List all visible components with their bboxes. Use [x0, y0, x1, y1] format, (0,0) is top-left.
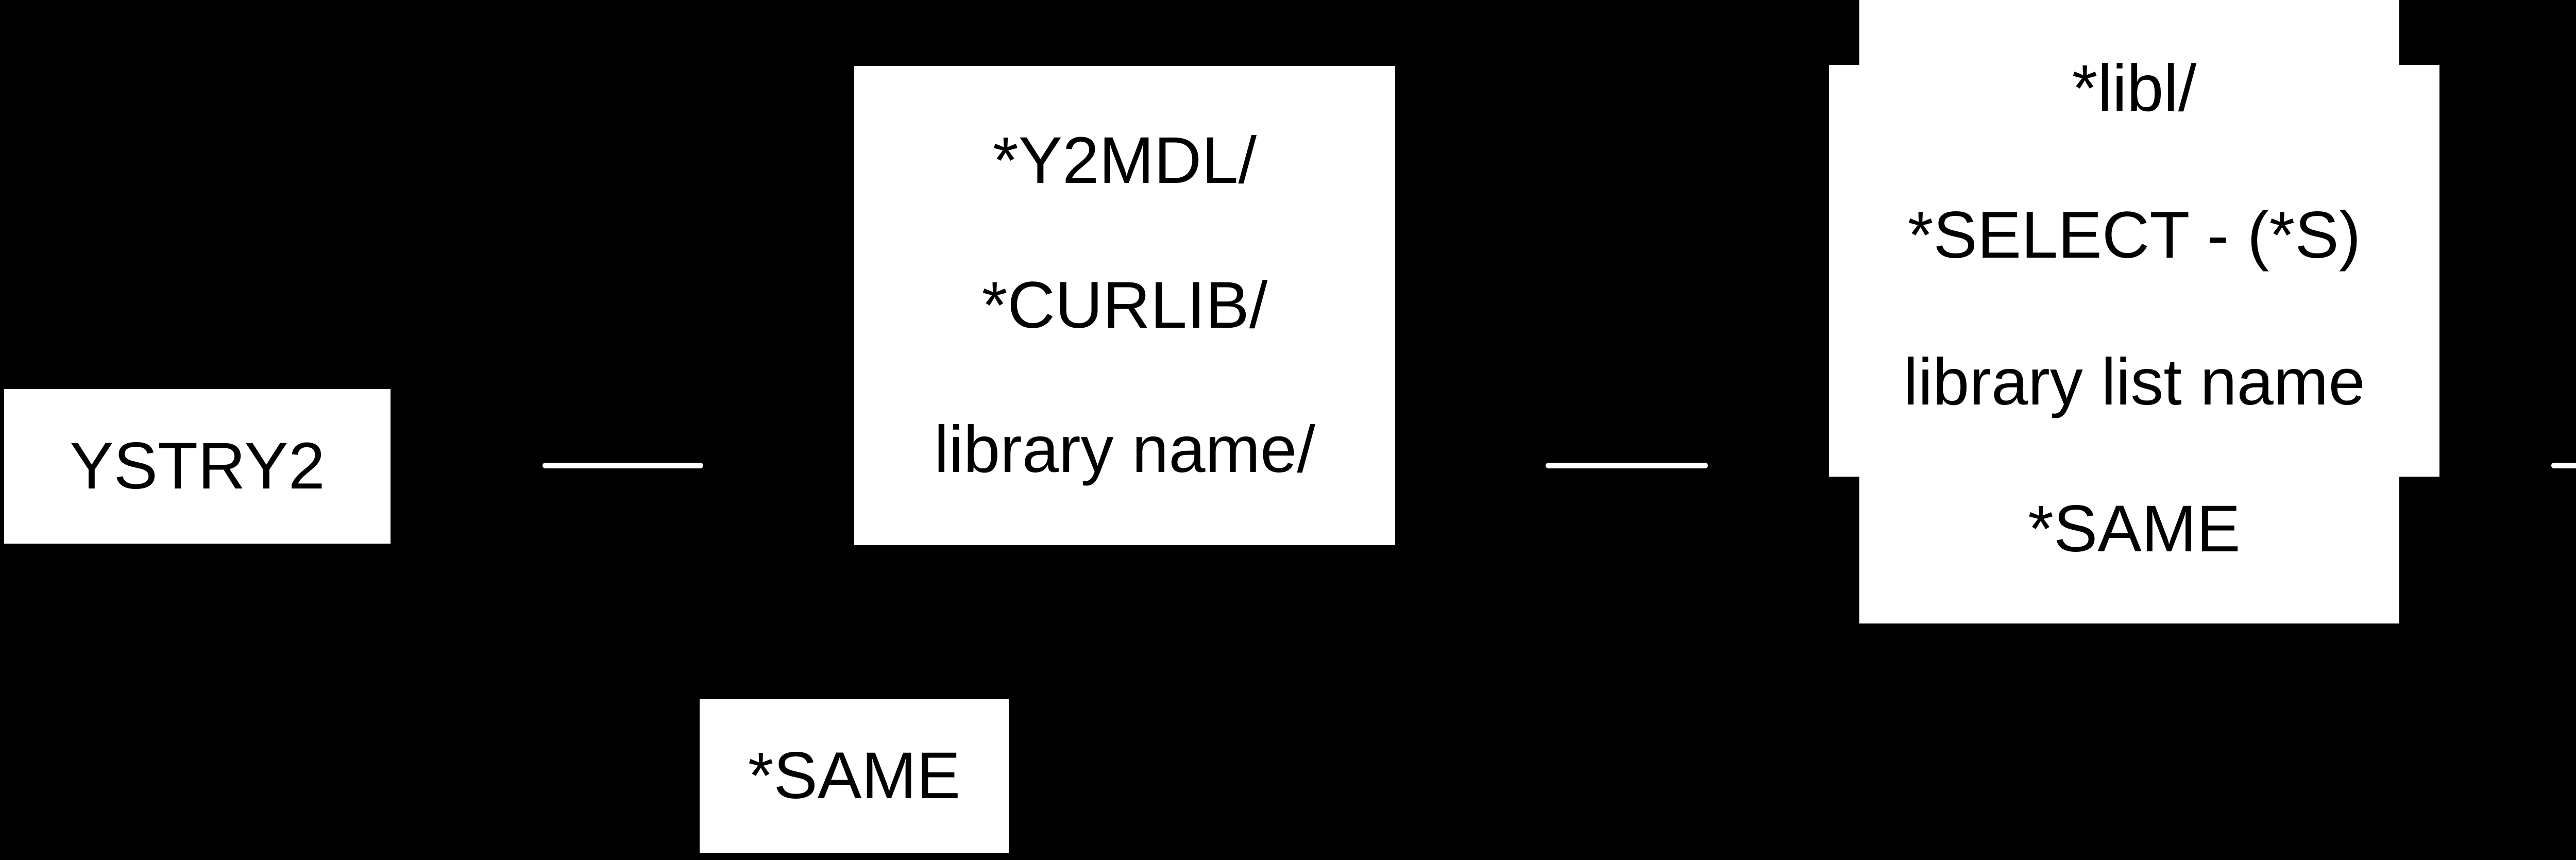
- node-library-qualifier-line-3: library name/: [934, 413, 1315, 487]
- node-library-list-text-stack: *libl/ *SELECT - (*S) library list name …: [1829, 0, 2439, 623]
- node-library-list-line-4: *SAME: [2028, 492, 2241, 566]
- node-library-list-horizontal-band: [1829, 65, 2439, 477]
- node-ystry2[interactable]: YSTRY2: [4, 389, 391, 544]
- connector-line-1: [543, 463, 703, 468]
- node-ystry2-line-1: YSTRY2: [70, 429, 325, 503]
- node-library-qualifier[interactable]: *Y2MDL/ *CURLIB/ library name/: [854, 66, 1395, 545]
- node-library-list-line-3: library list name: [1903, 345, 2365, 419]
- node-library-qualifier-line-2: *CURLIB/: [981, 268, 1268, 342]
- connector-line-3: [2551, 463, 2576, 468]
- node-same[interactable]: *SAME: [700, 699, 1009, 853]
- node-library-qualifier-line-1: *Y2MDL/: [992, 124, 1257, 198]
- node-library-list-line-1: *libl/: [2072, 52, 2197, 126]
- node-same-line-1: *SAME: [748, 738, 961, 813]
- node-library-list-line-2: *SELECT - (*S): [1907, 198, 2361, 273]
- node-library-list[interactable]: *libl/ *SELECT - (*S) library list name …: [1829, 0, 2439, 623]
- connector-line-2: [1546, 463, 1708, 468]
